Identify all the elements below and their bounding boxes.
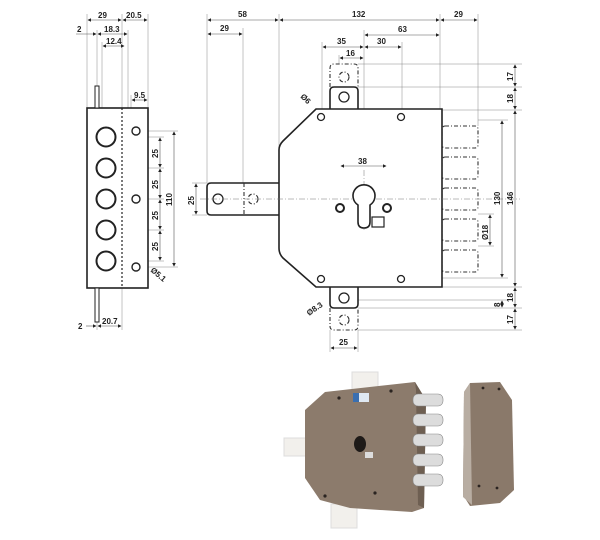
dim-25-b: 25 [151, 180, 160, 189]
dim-16: 16 [346, 49, 355, 58]
dim-12-4: 12.4 [106, 37, 122, 46]
side-rod-top [94, 85, 100, 109]
cam [371, 216, 385, 228]
dim-2-bottom: 2 [78, 322, 83, 331]
dim-35: 35 [337, 37, 346, 46]
dim-25-d: 25 [151, 242, 160, 251]
side-screws [131, 126, 141, 272]
dim-25-bottom: 25 [339, 338, 348, 347]
dim-29: 29 [98, 11, 107, 20]
dim-130: 130 [493, 191, 502, 205]
dim-110: 110 [165, 193, 174, 206]
dim-17-top: 17 [506, 72, 515, 81]
dim-d18: Ø18 [481, 224, 490, 240]
dim-9-5: 9.5 [134, 91, 146, 100]
front-view: 58 132 29 29 63 35 30 16 Ø6 38 25 Ø8.3 2… [187, 10, 522, 352]
dim-d5-1: Ø5.1 [149, 266, 168, 284]
dim-8: 8 [493, 302, 502, 307]
dim-17-bottom: 17 [506, 315, 515, 324]
dim-25-c: 25 [151, 211, 160, 220]
dim-38: 38 [358, 157, 367, 166]
dim-18-top: 18 [506, 94, 515, 103]
dim-29-right: 29 [454, 10, 463, 19]
side-rod-bottom [94, 287, 100, 323]
dim-132: 132 [352, 10, 366, 19]
dim-25-a: 25 [151, 149, 160, 158]
side-view: 29 20.5 2 18.3 12.4 9.5 25 25 25 25 110 … [76, 11, 178, 331]
body-screws [316, 112, 406, 284]
side-bolt-holes [95, 126, 117, 272]
dim-63: 63 [398, 25, 407, 34]
lock-product-photo [283, 371, 514, 529]
dim-18-3: 18.3 [104, 25, 120, 34]
dim-18-bottom: 18 [506, 293, 515, 302]
dim-20-7: 20.7 [102, 317, 118, 326]
dim-146: 146 [506, 191, 515, 205]
photo-bolts [412, 393, 444, 487]
dim-d8-3: Ø8.3 [305, 300, 325, 318]
dim-20-5: 20.5 [126, 11, 142, 20]
dim-d6: Ø6 [299, 92, 313, 106]
dim-58: 58 [238, 10, 247, 19]
dim-2-top: 2 [77, 25, 82, 34]
cylinder-screws [335, 203, 392, 213]
photo-strike-box [463, 382, 514, 506]
dim-25-tab: 25 [187, 196, 196, 205]
dim-30: 30 [377, 37, 386, 46]
keyhole [352, 184, 376, 229]
dim-29-left: 29 [220, 24, 229, 33]
